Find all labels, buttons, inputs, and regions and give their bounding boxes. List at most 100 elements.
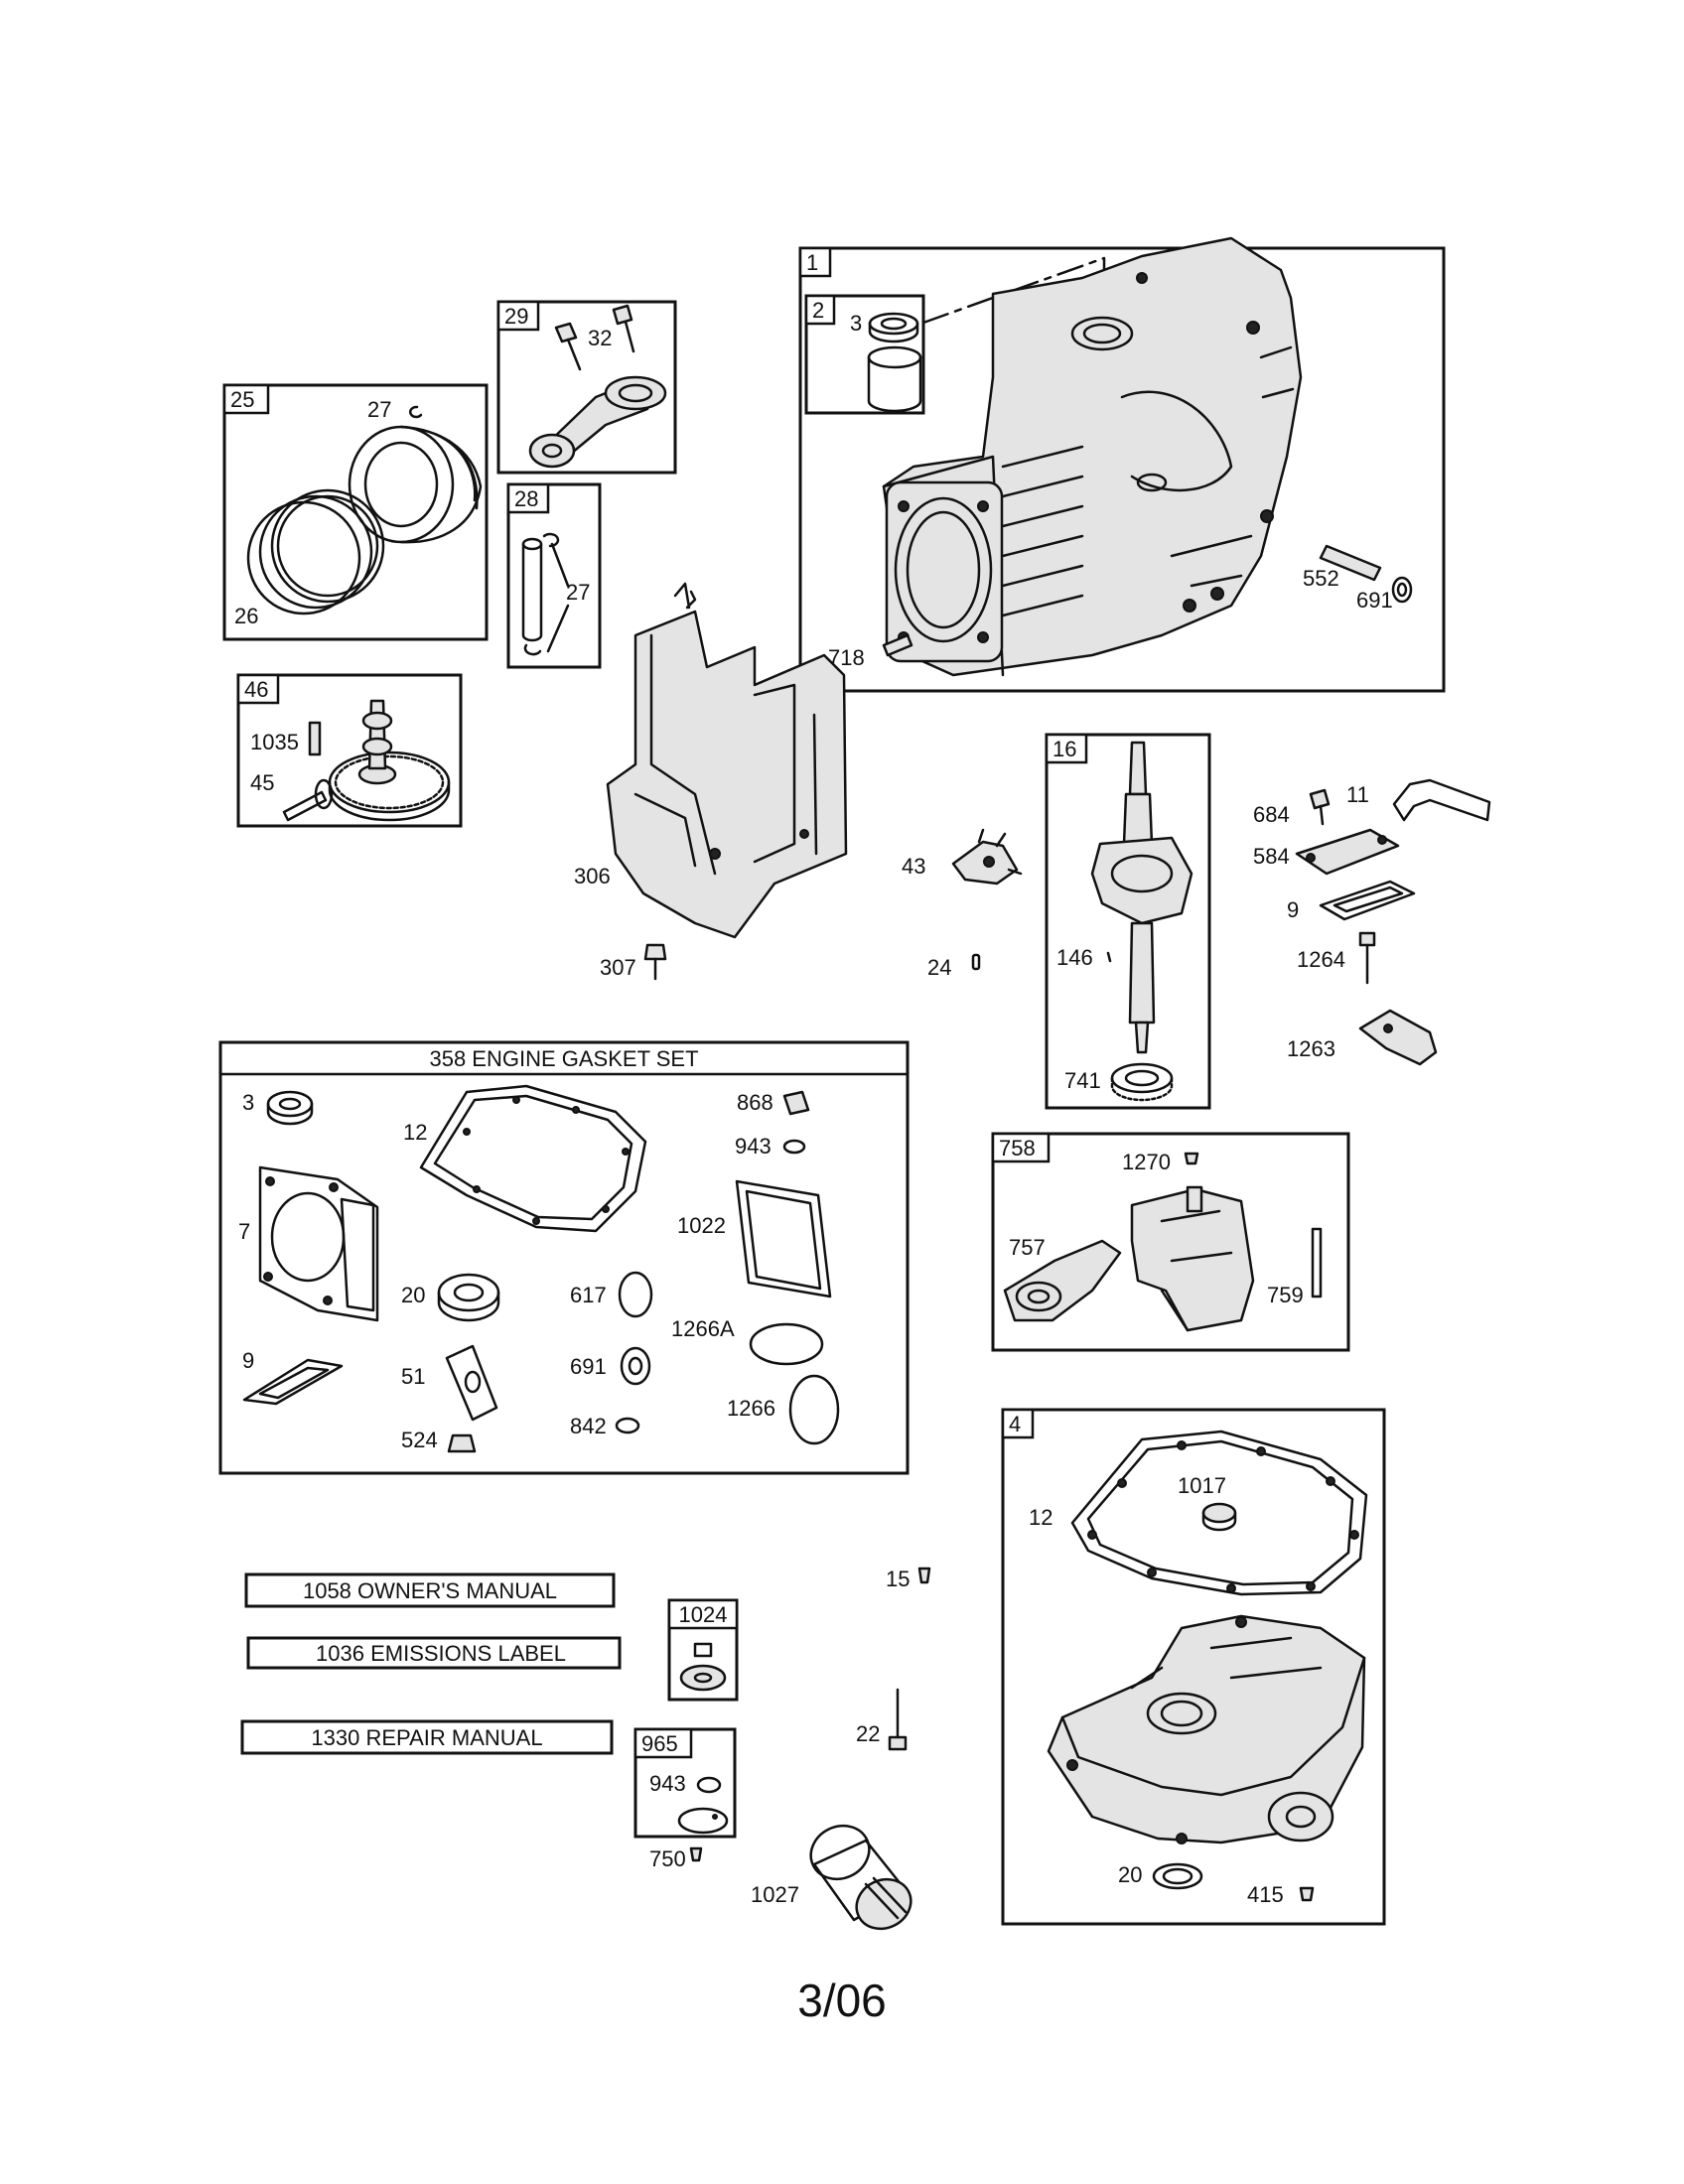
gasket-callout-7: 7	[238, 1219, 250, 1244]
governor-id: 758	[999, 1136, 1036, 1160]
callout-757: 757	[1009, 1235, 1046, 1260]
sump-id: 4	[1009, 1412, 1021, 1436]
oring-943-drawing	[782, 1139, 806, 1155]
filter-kit-id-box	[633, 1727, 693, 1759]
key-146-drawing	[1106, 951, 1112, 963]
crankcase-id-box	[798, 246, 832, 278]
camshaft-id-box	[236, 673, 280, 705]
breather-tube-11-drawing	[1392, 778, 1491, 822]
owners-manual-label: 1058 OWNER'S MANUAL	[303, 1578, 557, 1603]
callout-12-sump: 12	[1029, 1505, 1052, 1530]
pin-759-drawing	[1311, 1227, 1323, 1298]
crankshaft-drawing	[1090, 741, 1193, 1054]
crankshaft-id-box	[1045, 733, 1088, 764]
sump-gasket-drawing	[1070, 1430, 1368, 1596]
owners-manual-box	[244, 1572, 616, 1608]
filter-kit-group: 965 943	[633, 1727, 737, 1839]
crankshaft-id: 16	[1052, 737, 1076, 761]
seal-691-drawing	[1391, 576, 1413, 604]
gasket-callout-842: 842	[570, 1414, 607, 1438]
repair-manual-box	[240, 1719, 614, 1755]
oil-filter-1027-drawing	[809, 1824, 912, 1931]
piston-id: 25	[230, 387, 254, 412]
callout-26: 26	[234, 604, 258, 628]
oring-1266-drawing	[788, 1374, 840, 1445]
callout-22: 22	[856, 1721, 880, 1746]
screw-1264-drawing	[1358, 931, 1376, 985]
piston-pin-id-box	[506, 482, 550, 514]
connecting-rod-group: 29 32	[496, 300, 677, 475]
seal-691-lower-drawing	[620, 1346, 651, 1386]
connecting-rod-drawing	[528, 375, 667, 469]
piston-pin-drawing	[521, 537, 543, 642]
part-524-drawing	[447, 1433, 477, 1453]
piston-pin-group: 28 27	[506, 482, 602, 669]
decal-kit-drawing	[679, 1642, 727, 1692]
gasket-callout-51: 51	[401, 1364, 425, 1389]
dowel-pin-552-drawing	[1319, 544, 1382, 582]
callout-27-piston: 27	[367, 397, 391, 422]
piston-id-box	[222, 383, 270, 415]
bearing-seal-drawing	[868, 312, 919, 343]
gasket-callout-868: 868	[737, 1090, 773, 1115]
bearing-kit-id: 2	[812, 298, 824, 323]
bearing-kit-id-box	[804, 294, 836, 326]
oring-617-drawing	[618, 1271, 653, 1318]
breather-cover-584-drawing	[1295, 828, 1400, 876]
callout-943-kit: 943	[649, 1771, 686, 1796]
connecting-rod-frame	[496, 300, 677, 475]
gasket-callout-943: 943	[735, 1134, 772, 1159]
callout-306: 306	[574, 864, 611, 888]
decal-kit-id: 1024	[679, 1602, 728, 1627]
emissions-label-text: 1036 EMISSIONS LABEL	[316, 1641, 566, 1666]
seal-20-sump-drawing	[1152, 1862, 1203, 1890]
crankcase-id: 1	[806, 250, 818, 275]
callout-1263: 1263	[1287, 1036, 1335, 1061]
governor-lever-43-drawing	[951, 828, 1023, 886]
seal-20-drawing	[437, 1273, 500, 1322]
pin-leaders	[546, 542, 570, 653]
part-750-drawing	[689, 1846, 703, 1862]
rod-bolts-drawing	[554, 304, 635, 371]
camshaft-frame	[236, 673, 463, 828]
callout-20-sump: 20	[1118, 1862, 1142, 1887]
gasket-callout-9: 9	[242, 1348, 254, 1373]
bearing-kit-frame	[804, 294, 925, 415]
plug-15-drawing	[917, 1567, 931, 1584]
dowel-pin-718-drawing	[882, 633, 913, 657]
callout-146: 146	[1056, 945, 1093, 970]
retaining-ring-27-drawing	[409, 405, 423, 419]
head-gasket-7-drawing	[258, 1165, 379, 1322]
gasket-callout-1266A: 1266A	[671, 1316, 735, 1341]
screw-684-drawing	[1309, 788, 1331, 826]
breather-gasket-9-lower-drawing	[242, 1358, 344, 1406]
breather-gasket-9-drawing	[1319, 880, 1416, 921]
crankcase-group: 1 2 3	[798, 236, 1446, 693]
part-868-drawing	[782, 1090, 810, 1116]
crankshaft-frame	[1045, 733, 1211, 1110]
seal-3-drawing	[266, 1090, 314, 1126]
callout-1035: 1035	[250, 730, 299, 754]
governor-id-box	[991, 1132, 1051, 1163]
pin-ring-bottom-drawing	[523, 643, 542, 656]
repair-manual-label: 1330 REPAIR MANUAL	[311, 1725, 542, 1750]
shield-1263-drawing	[1358, 1009, 1438, 1066]
governor-group: 758 1270 757 759	[991, 1132, 1350, 1352]
timing-gear-741-drawing	[1110, 1062, 1174, 1102]
callout-691: 691	[1356, 588, 1393, 613]
valve-cover-gasket-1022-drawing	[735, 1179, 832, 1298]
callout-750: 750	[649, 1846, 686, 1871]
emissions-label-box	[246, 1636, 622, 1670]
gasket-callout-20: 20	[401, 1283, 425, 1307]
gasket-set-title: 358 ENGINE GASKET SET	[429, 1046, 698, 1071]
callout-415: 415	[1247, 1882, 1284, 1907]
shaft-45-drawing	[282, 778, 334, 822]
manuals-group: 1058 OWNER'S MANUAL 1036 EMISSIONS LABEL…	[240, 1572, 622, 1755]
governor-housing-drawing	[1130, 1185, 1255, 1332]
screw-1270-drawing	[1184, 1152, 1199, 1165]
camshaft-id: 46	[244, 677, 268, 702]
screw-22-drawing	[888, 1688, 908, 1751]
gasket-callout-617: 617	[570, 1283, 607, 1307]
exhaust-gasket-51-drawing	[445, 1344, 498, 1422]
